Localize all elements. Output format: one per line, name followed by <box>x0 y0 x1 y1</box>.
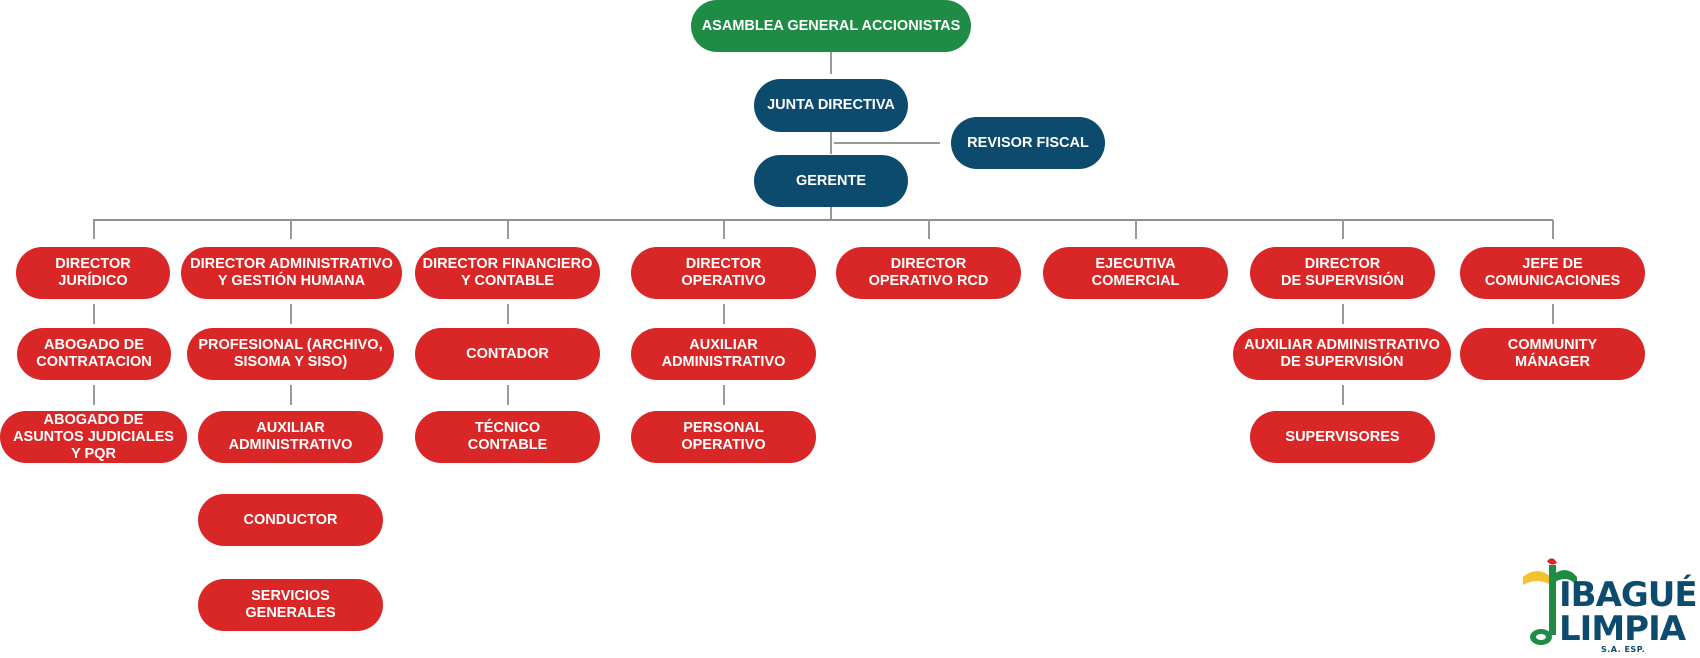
node-ejecutiva-comercial[interactable]: EJECUTIVA COMERCIAL <box>1043 247 1228 299</box>
connector-manager-bar <box>830 207 832 220</box>
connector-down <box>507 385 509 405</box>
node-tecnico-contable[interactable]: TÉCNICO CONTABLE <box>415 411 600 463</box>
node-director-operativo-rcd[interactable]: DIRECTOR OPERATIVO RCD <box>836 247 1021 299</box>
connector-drop <box>928 220 930 239</box>
connector-down <box>290 304 292 324</box>
node-jefe-comunicaciones[interactable]: JEFE DE COMUNICACIONES <box>1460 247 1645 299</box>
connector-assembly-board <box>830 52 832 74</box>
node-profesional-archivo[interactable]: PROFESIONAL (ARCHIVO, SISOMA Y SISO) <box>187 328 394 380</box>
connector-drop <box>290 220 292 239</box>
connector-drop <box>1135 220 1137 239</box>
logo-line2: LIMPIA <box>1559 609 1686 649</box>
connector-down <box>723 385 725 405</box>
node-servicios-generales[interactable]: SERVICIOS GENERALES <box>198 579 383 631</box>
node-director-operativo[interactable]: DIRECTOR OPERATIVO <box>631 247 816 299</box>
node-abogado-asuntos-judiciales[interactable]: ABOGADO DE ASUNTOS JUDICIALES Y PQR <box>0 411 187 463</box>
node-personal-operativo[interactable]: PERSONAL OPERATIVO <box>631 411 816 463</box>
connector-down <box>1552 304 1554 324</box>
connector-down <box>723 304 725 324</box>
node-auxiliar-administrativo-supervision[interactable]: AUXILIAR ADMINISTRATIVO DE SUPERVISIÓN <box>1233 328 1451 380</box>
logo-tagline: S.A. ESP. <box>1601 645 1646 654</box>
connector-drop <box>723 220 725 239</box>
node-director-supervision[interactable]: DIRECTOR DE SUPERVISIÓN <box>1250 247 1435 299</box>
connector-down <box>93 304 95 324</box>
connector-down <box>1342 304 1344 324</box>
connector-down <box>1342 385 1344 405</box>
node-director-juridico[interactable]: DIRECTOR JURÍDICO <box>16 247 170 299</box>
music-note-leaf-icon <box>1523 558 1577 645</box>
connector-drop <box>93 220 95 239</box>
node-abogado-contratacion[interactable]: ABOGADO DE CONTRATACION <box>17 328 171 380</box>
node-manager[interactable]: GERENTE <box>754 155 908 207</box>
connector-drop <box>1342 220 1344 239</box>
node-board[interactable]: JUNTA DIRECTIVA <box>754 79 908 132</box>
connector-main-bar <box>93 219 1553 221</box>
connector-drop <box>507 220 509 239</box>
ibague-limpia-logo: IBAGUÉ LIMPIA S.A. ESP. <box>1515 555 1698 655</box>
connector-down <box>290 385 292 405</box>
connector-down <box>93 385 95 405</box>
connector-board-manager <box>830 132 832 154</box>
node-conductor[interactable]: CONDUCTOR <box>198 494 383 546</box>
connector-auditor <box>834 142 940 144</box>
node-contador[interactable]: CONTADOR <box>415 328 600 380</box>
node-auxiliar-administrativo-operativo[interactable]: AUXILIAR ADMINISTRATIVO <box>631 328 816 380</box>
node-supervisores[interactable]: SUPERVISORES <box>1250 411 1435 463</box>
node-director-administrativo[interactable]: DIRECTOR ADMINISTRATIVO Y GESTIÓN HUMANA <box>181 247 402 299</box>
node-assembly[interactable]: ASAMBLEA GENERAL ACCIONISTAS <box>691 0 971 52</box>
node-community-manager[interactable]: COMMUNITY MÁNAGER <box>1460 328 1645 380</box>
connector-down <box>507 304 509 324</box>
connector-drop <box>1552 220 1554 239</box>
node-auditor[interactable]: REVISOR FISCAL <box>951 117 1105 169</box>
node-auxiliar-administrativo[interactable]: AUXILIAR ADMINISTRATIVO <box>198 411 383 463</box>
node-director-financiero[interactable]: DIRECTOR FINANCIERO Y CONTABLE <box>415 247 600 299</box>
logo-line1: IBAGUÉ <box>1559 575 1698 615</box>
